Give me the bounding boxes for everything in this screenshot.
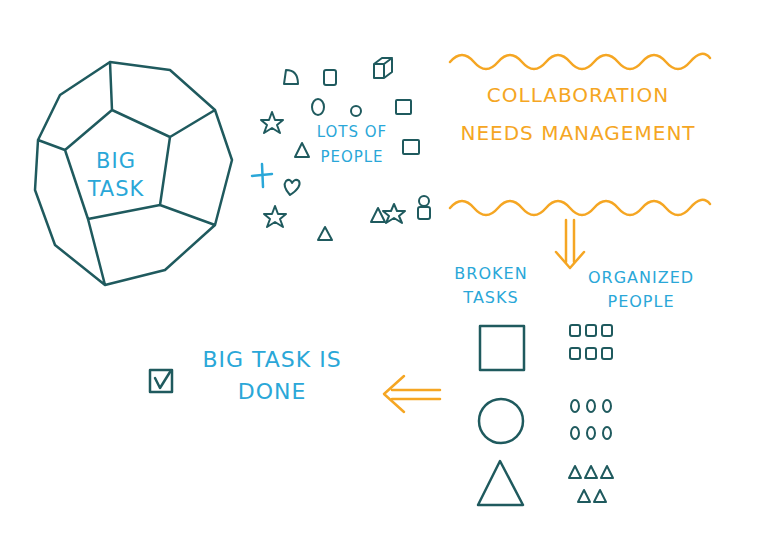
sketch-label: COLLABORATION NEEDS MANAGEMENT [458, 76, 698, 152]
dodecahedron-node: BIG TASK [30, 55, 240, 295]
sketch-label: BIG TASK IS DONE [192, 344, 352, 408]
people-cluster [261, 58, 430, 240]
task-shapes [478, 326, 524, 505]
checkbox [150, 370, 172, 392]
organized-people [569, 325, 613, 502]
node-text: BIG TASK [74, 147, 158, 203]
wavy-lines [450, 54, 710, 215]
sketch-label: LOTS OF PEOPLE [306, 120, 398, 170]
sketch-label: ORGANIZED PEOPLE [566, 266, 716, 314]
sketch-label: BROKEN TASKS [436, 262, 546, 310]
dodecahedron-outline [30, 55, 240, 295]
plus-sign [252, 164, 272, 187]
left-arrow [384, 376, 440, 412]
down-arrow [556, 220, 584, 268]
